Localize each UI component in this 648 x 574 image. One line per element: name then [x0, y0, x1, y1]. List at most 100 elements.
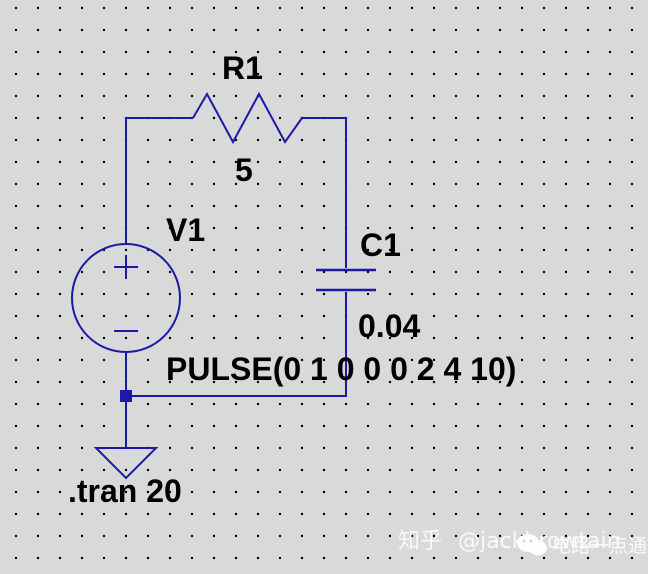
grid-dot — [14, 314, 18, 318]
grid-dot — [410, 402, 414, 406]
grid-dot — [14, 512, 18, 516]
grid-dot — [146, 402, 150, 406]
grid-dot — [36, 534, 40, 538]
grid-dot — [190, 6, 194, 10]
grid-dot — [608, 358, 612, 362]
grid-dot — [520, 314, 524, 318]
grid-dot — [388, 182, 392, 186]
grid-dot — [234, 336, 238, 340]
grid-dot — [454, 490, 458, 494]
grid-dot — [14, 160, 18, 164]
grid-dot — [58, 248, 62, 252]
grid-dot — [256, 534, 260, 538]
grid-dot — [278, 402, 282, 406]
grid-dot — [212, 468, 216, 472]
grid-dot — [234, 358, 238, 362]
tran-directive[interactable]: .tran 20 — [68, 473, 182, 509]
grid-dot — [278, 336, 282, 340]
grid-dot — [542, 336, 546, 340]
grid-dot — [366, 248, 370, 252]
grid-dot — [14, 138, 18, 142]
wire-top-right[interactable] — [302, 117, 347, 268]
grid-dot — [168, 380, 172, 384]
grid-dot — [454, 314, 458, 318]
grid-dot — [234, 204, 238, 208]
grid-dot — [256, 138, 260, 142]
grid-dot — [432, 226, 436, 230]
grid-dot — [432, 248, 436, 252]
grid-dot — [146, 314, 150, 318]
grid-dot — [36, 72, 40, 76]
grid-dot — [542, 72, 546, 76]
grid-dot — [168, 292, 172, 296]
grid-dot — [586, 336, 590, 340]
grid-dot — [146, 138, 150, 142]
grid-dot — [278, 94, 282, 98]
grid-dot — [410, 182, 414, 186]
grid-dot — [454, 380, 458, 384]
grid-dot — [476, 490, 480, 494]
grid-dot — [256, 358, 260, 362]
grid-dot — [388, 358, 392, 362]
grid-dot — [322, 226, 326, 230]
grid-dot — [212, 292, 216, 296]
grid-dot — [520, 380, 524, 384]
grid-dot — [410, 138, 414, 142]
grid-dot — [366, 182, 370, 186]
grid-dots — [14, 6, 634, 560]
grid-dot — [630, 72, 634, 76]
grid-dot — [146, 468, 150, 472]
grid-dot — [102, 94, 106, 98]
grid-dot — [366, 336, 370, 340]
grid-dot — [630, 402, 634, 406]
grid-dot — [102, 72, 106, 76]
grid-dot — [168, 28, 172, 32]
grid-dot — [212, 72, 216, 76]
grid-dot — [190, 248, 194, 252]
source-ref-label: V1 — [166, 212, 205, 248]
grid-dot — [146, 490, 150, 494]
capacitor-symbol[interactable] — [316, 268, 376, 292]
grid-dot — [498, 556, 502, 560]
wire-cap-bottom[interactable] — [126, 292, 347, 397]
grid-dot — [256, 182, 260, 186]
grid-dot — [564, 160, 568, 164]
grid-dot — [14, 6, 18, 10]
grid-dot — [256, 248, 260, 252]
grid-dot — [36, 6, 40, 10]
grid-dot — [36, 28, 40, 32]
grid-dot — [366, 28, 370, 32]
grid-dot — [14, 28, 18, 32]
grid-dot — [14, 182, 18, 186]
grid-dot — [608, 72, 612, 76]
grid-dot — [102, 270, 106, 274]
grid-dot — [410, 292, 414, 296]
grid-dot — [630, 358, 634, 362]
grid-dot — [344, 94, 348, 98]
grid-dot — [234, 28, 238, 32]
grid-dot — [410, 314, 414, 318]
grid-dot — [630, 380, 634, 384]
grid-dot — [146, 358, 150, 362]
grid-dot — [454, 534, 458, 538]
grid-dot — [146, 534, 150, 538]
grid-dot — [366, 138, 370, 142]
grid-dot — [278, 72, 282, 76]
grid-dot — [234, 380, 238, 384]
grid-dot — [124, 556, 128, 560]
grid-dot — [564, 28, 568, 32]
grid-dot — [36, 468, 40, 472]
resistor-symbol[interactable] — [192, 91, 303, 145]
grid-dot — [278, 226, 282, 230]
ground-symbol[interactable] — [93, 447, 159, 480]
grid-dot — [300, 446, 304, 450]
wire-top-left[interactable] — [125, 117, 193, 245]
grid-dot — [102, 336, 106, 340]
grid-dot — [212, 116, 216, 120]
grid-dot — [410, 204, 414, 208]
voltage-source-symbol[interactable] — [71, 243, 181, 353]
capacitor-ref-label: C1 — [360, 227, 401, 263]
grid-dot — [14, 490, 18, 494]
grid-dot — [234, 72, 238, 76]
grid-dot — [322, 424, 326, 428]
